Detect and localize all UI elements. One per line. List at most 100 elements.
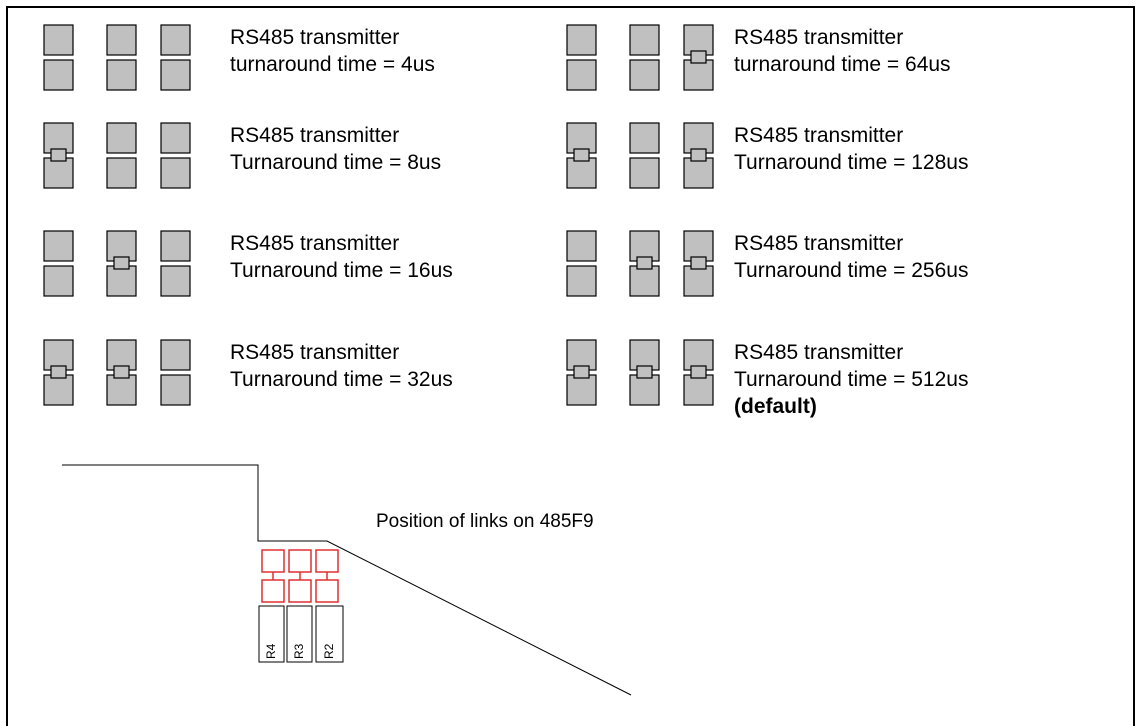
jumper-set — [566, 230, 714, 297]
jumper-pin-top — [566, 230, 597, 262]
jumper-pin-bottom — [629, 59, 660, 91]
jumper-pin-bottom — [106, 265, 137, 297]
default-tag: (default) — [734, 395, 817, 418]
jumper-pin-bottom — [683, 265, 714, 297]
jumper-pin-top — [566, 122, 597, 154]
jumper-pin-top — [106, 24, 137, 56]
jumper-pin-top — [43, 339, 74, 371]
board-edge — [62, 464, 632, 696]
caption-link-positions: Position of links on 485F9 — [376, 511, 594, 532]
jumper-pin-top — [160, 122, 191, 154]
config-label: RS485 transmitter Turnaround time = 128u… — [734, 122, 968, 176]
jumper-pin-bottom — [683, 374, 714, 406]
resistor-label-r3: R3 — [292, 643, 306, 659]
jumper-pin-bottom — [683, 59, 714, 91]
label-line1: RS485 transmitter — [230, 341, 400, 364]
jumper-link — [113, 256, 130, 270]
resistor-label-r2: R2 — [322, 643, 336, 659]
label-line1: RS485 transmitter — [734, 124, 904, 147]
jumper-pin-top — [629, 339, 660, 371]
jumper-pin-bottom — [683, 157, 714, 189]
jumper-set — [566, 122, 714, 189]
jumper-pin-bottom — [160, 374, 191, 406]
jumper-pin-top — [106, 122, 137, 154]
link-pad-r4-top — [261, 549, 285, 573]
jumper-pin-bottom — [629, 157, 660, 189]
jumper-pin-top — [683, 24, 714, 56]
link-pad-r3-top — [288, 549, 312, 573]
jumper-pin-top — [43, 122, 74, 154]
link-pad-r4-bottom — [261, 579, 285, 603]
jumper-pin-bottom — [106, 59, 137, 91]
config-label: RS485 transmitter Turnaround time = 16us — [230, 230, 453, 284]
jumper-pin-top — [160, 24, 191, 56]
jumper-set — [43, 24, 191, 91]
resistor-label-r4: R4 — [264, 643, 278, 659]
jumper-link — [573, 365, 590, 379]
resistor-r2 — [315, 605, 344, 663]
jumper-link — [50, 365, 67, 379]
label-line2: turnaround time = 4us — [230, 53, 435, 76]
label-line2: Turnaround time = 32us — [230, 368, 453, 391]
jumper-link — [50, 148, 67, 162]
config-label: RS485 transmitter Turnaround time = 512u… — [734, 339, 968, 420]
label-line2: Turnaround time = 16us — [230, 259, 453, 282]
jumper-link — [636, 256, 653, 270]
label-line2: turnaround time = 64us — [734, 53, 951, 76]
link-pad-r3-bottom — [288, 579, 312, 603]
jumper-link — [690, 365, 707, 379]
config-label: RS485 transmitter Turnaround time = 32us — [230, 339, 453, 393]
jumper-set — [43, 122, 191, 189]
jumper-pin-bottom — [160, 59, 191, 91]
jumper-link — [690, 256, 707, 270]
link-pad-r2-bottom — [315, 579, 339, 603]
jumper-pin-top — [106, 230, 137, 262]
label-line2: Turnaround time = 128us — [734, 151, 969, 174]
jumper-pin-bottom — [566, 265, 597, 297]
jumper-pin-bottom — [106, 157, 137, 189]
jumper-set — [566, 339, 714, 406]
label-line1: RS485 transmitter — [734, 341, 904, 364]
config-label: RS485 transmitter turnaround time = 64us — [734, 24, 951, 78]
label-line1: RS485 transmitter — [230, 124, 400, 147]
jumper-pin-top — [683, 122, 714, 154]
label-line2: Turnaround time = 256us — [734, 259, 969, 282]
config-label: RS485 transmitter Turnaround time = 256u… — [734, 230, 968, 284]
diagram-frame — [6, 6, 1135, 726]
board-link-pads — [261, 549, 339, 603]
label-line2: Turnaround time = 512us — [734, 368, 969, 391]
resistor-r4 — [258, 605, 285, 663]
jumper-pin-top — [629, 24, 660, 56]
jumper-link — [636, 365, 653, 379]
jumper-pin-bottom — [106, 374, 137, 406]
jumper-pin-bottom — [160, 157, 191, 189]
jumper-set — [43, 230, 191, 297]
resistor-row: R4 R3 R2 — [258, 605, 344, 663]
jumper-pin-bottom — [43, 157, 74, 189]
label-line2: Turnaround time = 8us — [230, 151, 442, 174]
resistor-r3 — [286, 605, 313, 663]
label-line1: RS485 transmitter — [230, 26, 400, 49]
jumper-pin-bottom — [160, 265, 191, 297]
jumper-link — [690, 50, 707, 64]
jumper-pin-top — [566, 24, 597, 56]
jumper-link — [573, 148, 590, 162]
label-line1: RS485 transmitter — [734, 232, 904, 255]
jumper-pin-top — [629, 122, 660, 154]
jumper-pin-bottom — [43, 265, 74, 297]
jumper-pin-top — [43, 24, 74, 56]
jumper-pin-bottom — [43, 59, 74, 91]
jumper-pin-bottom — [566, 59, 597, 91]
jumper-pin-top — [629, 230, 660, 262]
config-label: RS485 transmitter turnaround time = 4us — [230, 24, 435, 78]
jumper-link — [690, 148, 707, 162]
jumper-set — [566, 24, 714, 91]
label-line1: RS485 transmitter — [230, 232, 400, 255]
jumper-link — [113, 365, 130, 379]
jumper-pin-bottom — [566, 374, 597, 406]
jumper-pin-top — [683, 230, 714, 262]
label-line1: RS485 transmitter — [734, 26, 904, 49]
jumper-pin-top — [43, 230, 74, 262]
